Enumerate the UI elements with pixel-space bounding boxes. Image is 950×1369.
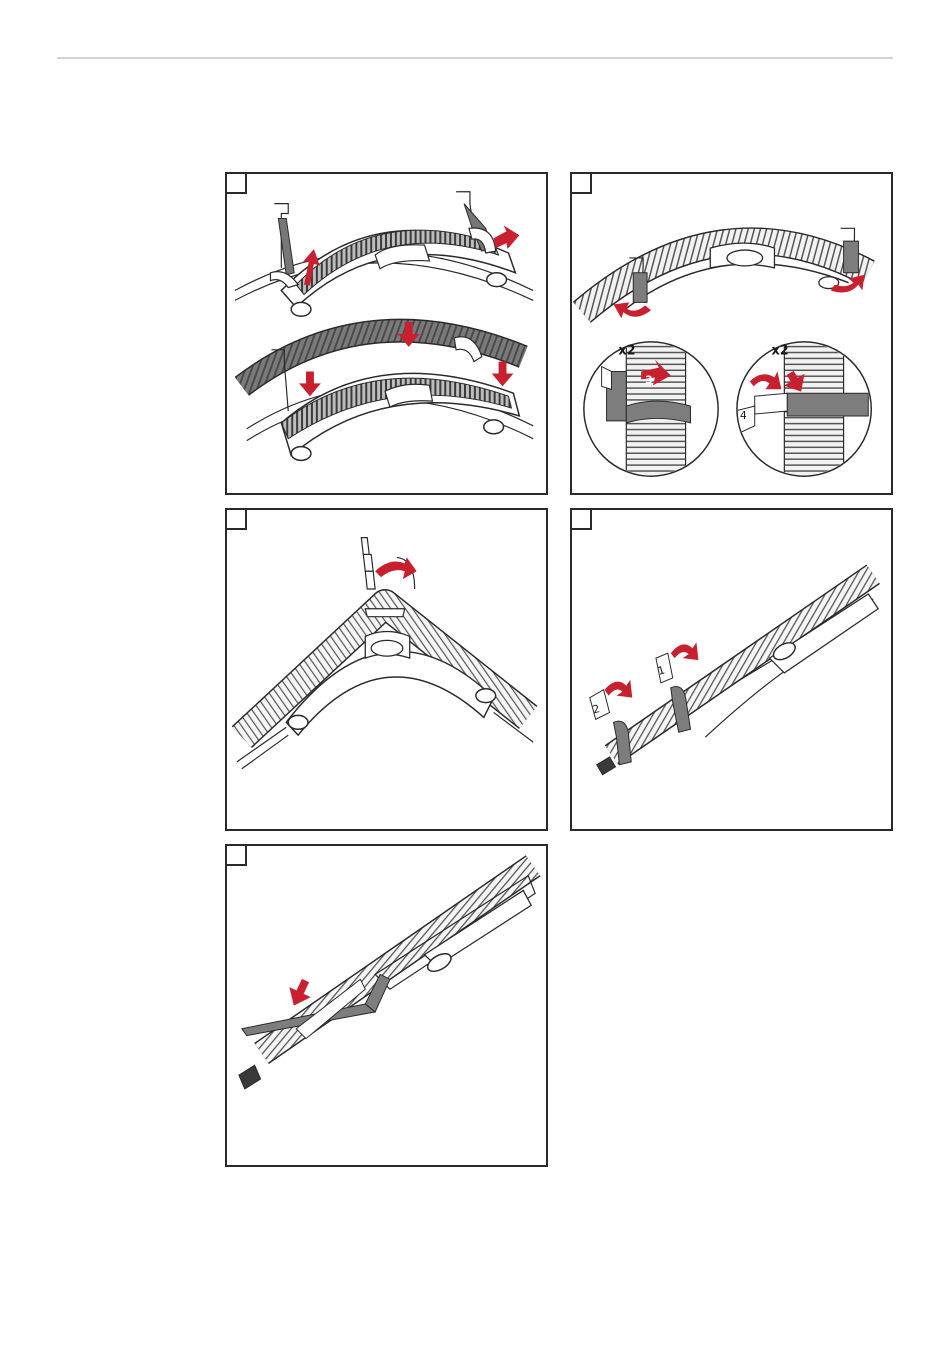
strap-open-and-hose-insert-illustration bbox=[227, 174, 546, 493]
marker-4: 4 bbox=[740, 409, 747, 422]
marker-3: 3 bbox=[645, 373, 653, 386]
illustration-panel-5 bbox=[225, 844, 548, 1167]
step-number-box bbox=[572, 174, 592, 194]
illustration-panel-3 bbox=[225, 508, 548, 831]
illustration-panel-1 bbox=[225, 172, 548, 495]
step-number-box bbox=[572, 510, 592, 530]
hose-strap-tighten-illustration: 1 2 bbox=[572, 510, 891, 829]
hook-attach-illustration bbox=[227, 510, 546, 829]
strap-pull-illustration bbox=[227, 846, 546, 1165]
illustration-panel-4: 1 2 bbox=[570, 508, 893, 831]
header-rule bbox=[57, 57, 893, 59]
step-number-box bbox=[227, 510, 247, 530]
svg-text:x2: x2 bbox=[771, 344, 788, 359]
svg-text:x2: x2 bbox=[618, 344, 635, 359]
illustration-panel-2: x2 x2 3 4 bbox=[570, 172, 893, 495]
step-number-box bbox=[227, 174, 247, 194]
strap-wrap-illustration: x2 x2 3 4 bbox=[572, 174, 891, 493]
step-number-box bbox=[227, 846, 247, 866]
